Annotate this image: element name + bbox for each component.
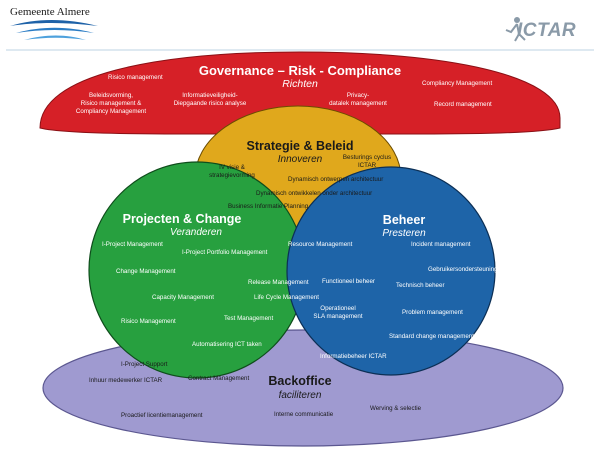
projecten-subtitle: Veranderen — [170, 227, 222, 238]
beheer-subtitle: Presteren — [382, 228, 426, 239]
backoffice-title: Backoffice — [268, 374, 332, 388]
beheer-item-operationeel: Operationeel SLA management — [313, 305, 363, 320]
beheer-item-standard: Standard change management — [389, 333, 474, 340]
strategie-item-dynamisch-ontwerpen: Dynamisch ontwerpen architectuur — [288, 176, 384, 183]
governance-item-risico: Risico management — [108, 74, 163, 81]
ictar-figure-icon — [505, 17, 526, 42]
projecten-item-support: I-Project Support — [121, 361, 168, 368]
beheer-circle — [286, 166, 496, 376]
beheer-item-functioneel: Functioneel beheer — [322, 278, 375, 285]
backoffice-item-inhuur: Inhuur medewerker ICTAR — [89, 377, 163, 384]
almere-waves-icon — [10, 20, 98, 40]
backoffice-item-communicatie: Interne communicatie — [274, 411, 334, 418]
governance-dome — [39, 51, 561, 135]
backoffice-subtitle: faciliteren — [278, 390, 322, 401]
projecten-item-portfolio: I-Project Portfolio Management — [182, 249, 268, 256]
governance-item-privacy: Privacy- datalek management — [329, 92, 387, 107]
ictar-logo: ICTAR — [503, 12, 593, 44]
projecten-item-risico: Risico Management — [121, 318, 176, 325]
projecten-item-test: Test Management — [224, 315, 274, 322]
gemeente-almere-logo-text: Gemeente Almere — [10, 6, 90, 18]
strategie-item-visie: IV visie & strategievorming — [209, 164, 255, 179]
governance-subtitle: Richten — [282, 78, 318, 90]
backoffice-item-contract: Contract Management — [188, 375, 250, 382]
projecten-item-automatisering: Automatisering ICT taken — [192, 341, 262, 348]
governance-title: Governance – Risk - Compliance — [198, 63, 402, 78]
strategie-item-besturing: Besturings cyclus ICTAR — [342, 154, 392, 169]
beheer-item-incident: Incident management — [411, 241, 471, 248]
beheer-item-gebruikers: Gebruikersondersteuning — [428, 266, 498, 273]
projecten-item-lifecycle: Life Cycle Management — [254, 294, 320, 301]
governance-item-beleid: Beleidsvorming, Risico management & Comp… — [75, 92, 147, 115]
backoffice-item-licentie: Proactief licentiemanagement — [121, 412, 203, 419]
beheer-item-technisch: Technisch beheer — [396, 282, 445, 289]
beheer-item-problem: Problem management — [402, 309, 463, 316]
strategie-subtitle: Innoveren — [277, 154, 323, 165]
projecten-item-capacity: Capacity Management — [152, 294, 214, 301]
projecten-item-change: Change Management — [116, 268, 176, 275]
backoffice-item-werving: Werving & selectie — [370, 405, 422, 412]
governance-item-compliancy: Compliancy Management — [422, 80, 493, 87]
projecten-title: Projecten & Change — [122, 212, 242, 226]
projecten-item-iproject: I-Project Management — [102, 241, 163, 248]
beheer-item-resource: Resource Management — [288, 241, 353, 248]
strategie-title: Strategie & Beleid — [246, 139, 354, 153]
governance-item-infoveilig: Informatieveiligheid- Diepgaande risico … — [173, 92, 247, 107]
gemeente-almere-logo: Gemeente Almere — [6, 6, 106, 44]
ictar-logo-text: ICTAR — [517, 20, 577, 41]
strategie-item-dynamisch-ontwikkelen: Dynamisch ontwikkelen onder architectuur — [256, 190, 373, 197]
governance-item-record: Record management — [434, 101, 492, 108]
projecten-item-release: Release Management — [248, 279, 309, 286]
strategie-item-bip: Business Informatie Planning — [228, 203, 309, 210]
beheer-item-informatiebeheer: Informatiebeheer ICTAR — [320, 353, 387, 360]
beheer-title: Beheer — [382, 213, 426, 227]
